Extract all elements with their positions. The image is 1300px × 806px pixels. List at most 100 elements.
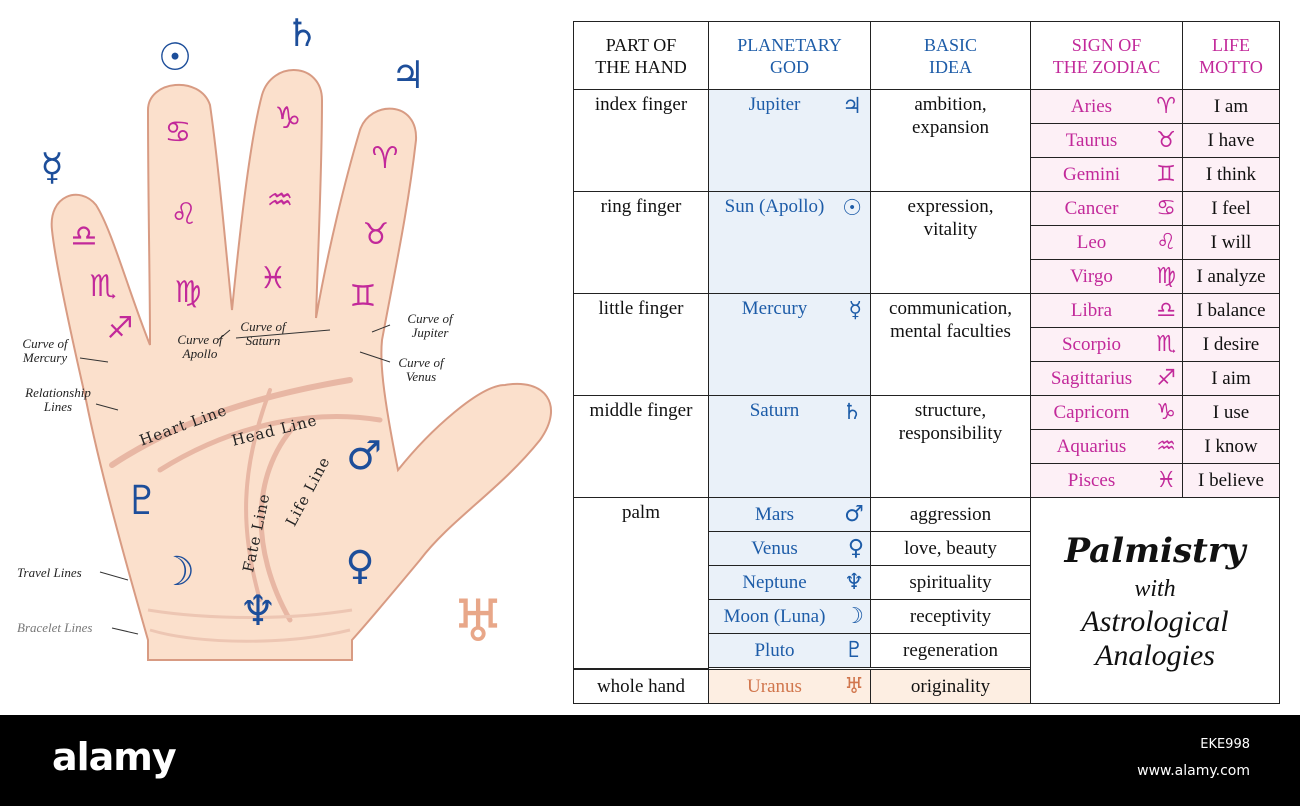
moon-icon: ☽ [844,603,864,629]
header-part: PART OF THE HAND [573,21,709,90]
motto-cell: I aim [1182,361,1280,396]
aquarius-icon: ♒ [1156,433,1176,459]
pluto-icon: ♇ [844,637,864,663]
zodiac-name: Aries [1070,95,1113,117]
scorpio-icon: ♏ [89,269,117,304]
motto-cell: I feel [1182,191,1280,226]
taurus-icon: ♉ [362,217,390,252]
idea-cell: love, beauty [870,531,1031,566]
label-relationship-lines: Relationship Lines [25,385,91,414]
venus-icon: ♀ [847,535,864,561]
idea-cell: expression, vitality [870,191,1031,294]
part-cell: whole hand [573,669,709,704]
title-box: Palmistry with Astrological Analogies [1030,497,1280,704]
idea-cell: spirituality [870,565,1031,600]
god-name: Venus [751,537,798,559]
idea-cell: communication, mental faculties [870,293,1031,396]
saturn-icon: ♄ [284,11,320,55]
zodiac-cell: Sagittarius♐ [1030,361,1183,396]
sagittarius-icon: ♐ [1156,365,1176,391]
idea-cell: aggression [870,497,1031,532]
zodiac-name: Pisces [1067,469,1116,491]
jupiter-icon: ♃ [842,94,862,119]
label-curve-venus: Curve of Venus [398,355,444,384]
part-cell: palm [573,497,709,669]
uranus-icon: ♅ [452,587,504,655]
motto-cell: I know [1182,429,1280,464]
hand-illustration [50,69,552,661]
label-curve-mercury: Curve of Mercury [22,336,68,365]
taurus-icon: ♉ [1156,127,1176,153]
motto-cell: I balance [1182,293,1280,328]
libra-icon: ♎ [1156,297,1176,323]
aquarius-icon: ♒ [266,183,294,218]
zodiac-name: Taurus [1065,129,1118,151]
god-name: Neptune [742,571,807,593]
god-cell: Moon (Luna)☽ [708,599,871,634]
life-line [258,417,303,623]
part-cell: index finger [573,89,709,192]
zodiac-cell: Capricorn ♑ [1030,395,1183,430]
god-cell: Mercury ☿ [708,293,871,396]
god-cell: Uranus ♅ [708,669,871,704]
god-name: Uranus [747,675,802,697]
neptune-icon: ♆ [239,586,277,635]
zodiac-name: Virgo [1070,265,1113,287]
zodiac-cell: Gemini♊ [1030,157,1183,192]
god-name: Sun (Apollo) [724,196,825,217]
motto-cell: I will [1182,225,1280,260]
title-analogies: Analogies [1095,638,1215,672]
leo-icon: ♌ [1156,229,1176,255]
motto-cell: I analyze [1182,259,1280,294]
part-cell: middle finger [573,395,709,498]
bracelet-line [149,628,351,643]
motto-cell: I have [1182,123,1280,158]
god-name: Mercury [741,298,808,319]
god-name: Mars [754,503,795,525]
fate-line [244,388,272,602]
label-travel-lines: Travel Lines [17,565,82,580]
idea-cell: ambition, expansion [870,89,1031,192]
sun-icon: ☉ [157,35,193,79]
capricorn-icon: ♑ [1156,399,1176,425]
neptune-icon: ♆ [844,569,864,595]
pluto-icon: ♇ [124,478,160,524]
idea-cell: regeneration [870,633,1031,668]
zodiac-name: Gemini [1063,163,1120,185]
label-curve-apollo: Curve of Apollo [177,332,223,361]
god-cell: Pluto ♇ [708,633,871,668]
zodiac-name: Aquarius [1056,435,1127,457]
zodiac-cell: Aries ♈ [1030,89,1183,124]
heart-line [109,377,353,468]
leo-icon: ♌ [170,197,198,232]
aries-icon: ♈ [371,141,399,176]
palmistry-table: PART OF THE HAND PLANETARY GOD BASIC IDE… [573,21,1280,704]
mars-icon: ♂ [844,501,864,527]
aries-icon: ♈ [1156,93,1176,119]
sagittarius-icon: ♐ [106,311,134,346]
zodiac-cell: Virgo ♍ [1030,259,1183,294]
god-name: Pluto [754,639,795,661]
zodiac-cell: Aquarius ♒ [1030,429,1183,464]
cancer-icon: ♋ [164,115,192,150]
god-cell: Jupiter ♃ [708,89,871,192]
virgo-icon: ♍ [1156,263,1176,289]
zodiac-name: Capricorn [1053,401,1130,423]
image-id: EKE998 [1200,737,1250,752]
motto-cell: I think [1182,157,1280,192]
libra-icon: ♎ [70,219,98,254]
title-astrological: Astrological [1081,604,1229,638]
part-cell: little finger [573,293,709,396]
header-motto: LIFE MOTTO [1182,21,1280,90]
motto-cell: I am [1182,89,1280,124]
god-name: Saturn [749,400,800,421]
god-cell: Neptune ♆ [708,565,871,600]
label-curve-jupiter: Curve of Jupiter [407,311,453,340]
god-cell: Venus ♀ [708,531,871,566]
zodiac-name: Libra [1070,299,1113,321]
moon-icon: ☽ [159,549,195,595]
title-main: Palmistry [1064,530,1246,571]
zodiac-cell: Libra ♎ [1030,293,1183,328]
idea-cell: originality [870,669,1031,704]
virgo-icon: ♍ [174,275,202,310]
